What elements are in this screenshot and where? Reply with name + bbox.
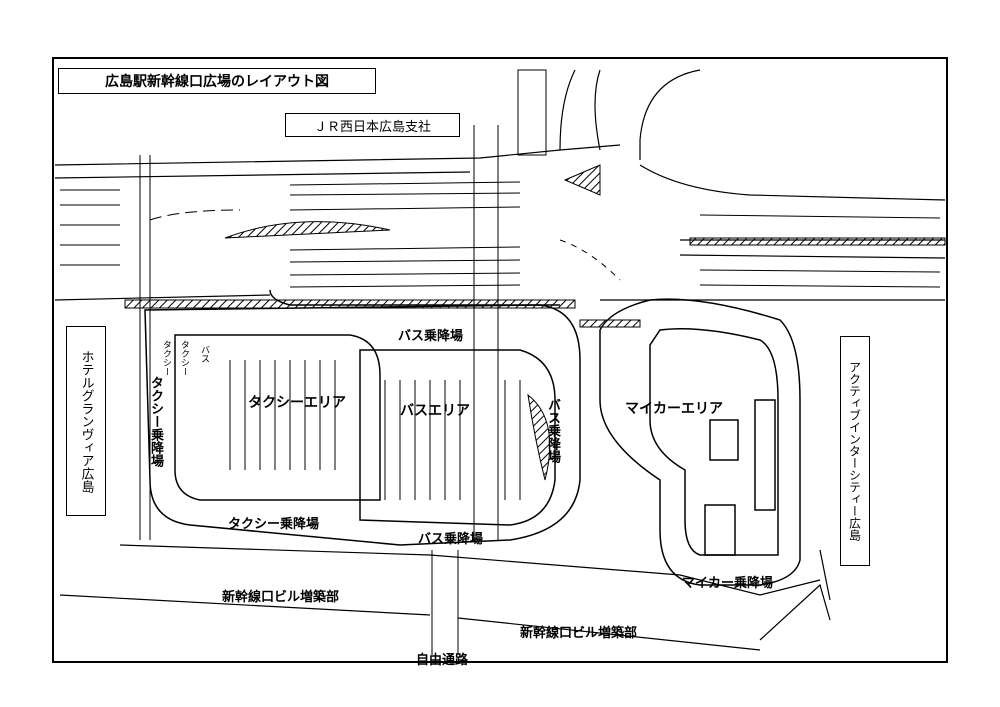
lower-street xyxy=(59,544,831,651)
bus-stop-top-label: バス乗降場 xyxy=(398,329,464,344)
lane-markings xyxy=(60,181,941,288)
jr-west-building-label: ＪＲ西日本広島支社 xyxy=(285,113,460,137)
map-title: 広島駅新幹線口広場のレイアウト図 xyxy=(58,68,376,94)
bus-stop-bottom-label: バス乗降場 xyxy=(418,532,484,547)
active-intercity-label: アクティブインターシティー広島 xyxy=(840,336,870,566)
taxi-area-label: タクシーエリア xyxy=(248,395,346,411)
free-passage-label: 自由通路 xyxy=(416,653,469,668)
map-frame xyxy=(52,57,948,663)
parking-stripes xyxy=(229,360,521,500)
mycar-area-label: マイカーエリア xyxy=(625,401,723,417)
lane-taxi-2-label: タクシー xyxy=(179,340,189,376)
bus-area-label: バスエリア xyxy=(400,403,470,419)
lane-taxi-1-label: タクシー xyxy=(161,340,171,376)
taxi-stop-left-label: タクシー乗降場 xyxy=(148,376,163,467)
lane-bus-label: バス xyxy=(199,345,209,363)
building-left-label: 新幹線口ビル増築部 xyxy=(222,590,340,605)
bus-stop-right-label: バス乗降場 xyxy=(545,398,560,463)
mycar-loop xyxy=(599,298,801,586)
mycar-stop-label: マイカー乗降場 xyxy=(682,576,774,591)
hatched-islands xyxy=(124,164,946,481)
building-right-label: 新幹線口ビル増築部 xyxy=(520,626,638,641)
central-loop xyxy=(144,289,581,546)
taxi-stop-bottom-label: タクシー乗降場 xyxy=(228,517,320,532)
hotel-granvia-label: ホテルグランヴィア広島 xyxy=(66,326,106,516)
